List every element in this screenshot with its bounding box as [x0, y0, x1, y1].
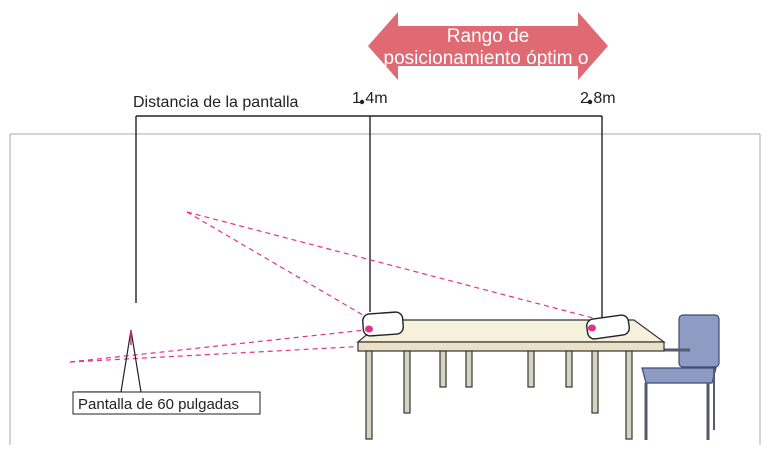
screen-label-box	[72, 391, 261, 415]
room-outline	[9, 133, 761, 445]
distance-bracket	[135, 115, 603, 318]
mark-label-2-8m: 2.8m	[580, 90, 616, 107]
banner-line-1: Rango de	[447, 26, 529, 47]
mark-dot	[587, 99, 593, 105]
screen-label: Pantalla de 60 pulgadas	[78, 396, 239, 413]
optimal-range-banner: Rango de posicionamiento óptim o	[368, 12, 608, 80]
screen-pointer	[77, 329, 142, 393]
chair-seat	[641, 367, 717, 384]
chair-back	[678, 314, 720, 368]
banner-line-2: posicionamiento óptim o	[384, 48, 589, 69]
mark-2-8m: 2.8m	[580, 90, 616, 107]
mark-dot	[359, 99, 365, 105]
mark-1-4m: 1.4m	[352, 90, 388, 107]
mark-label-1-4m: 1.4m	[352, 90, 388, 107]
table-legs	[365, 350, 633, 440]
table	[356, 319, 666, 440]
table-edge	[357, 341, 665, 352]
double-arrow-shape	[368, 12, 608, 80]
projector-far	[586, 314, 630, 340]
distance-label: Distancia de la pantalla	[133, 94, 299, 111]
chair	[628, 314, 720, 440]
projector-near	[362, 311, 404, 337]
